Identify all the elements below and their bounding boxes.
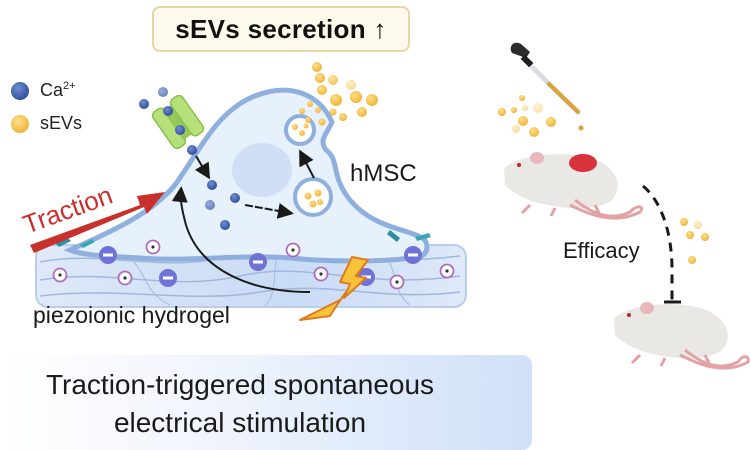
- secretion-arrow: [299, 149, 315, 179]
- plus-dot: [123, 276, 127, 280]
- minus-sign: [408, 253, 418, 257]
- plus-dot: [445, 269, 449, 273]
- hydrogel-charges: [52, 239, 455, 290]
- hydrogel-label: piezoionic hydrogel: [33, 302, 230, 328]
- dropper-icon: [510, 42, 584, 131]
- bottom-banner: [0, 355, 532, 450]
- calcium-ion-icon: [11, 82, 29, 100]
- integrin-left: [55, 237, 95, 248]
- traction-arrow: [30, 192, 165, 253]
- minus-sign: [253, 260, 263, 264]
- calcium-ions: [139, 87, 240, 230]
- bottom-line-1: Traction-triggered spontaneous: [45, 369, 435, 400]
- bottom-line-2: electrical stimulation: [113, 407, 367, 438]
- hmsc-label: hMSC: [350, 160, 417, 187]
- legend-calcium-label: Ca: [40, 80, 64, 100]
- up-arrow-icon: ↑: [365, 13, 387, 44]
- legend-calcium-charge: 2+: [63, 80, 76, 92]
- efficacy-inhibition-line: [642, 184, 674, 300]
- traction-label: Traction: [19, 180, 117, 240]
- title-box: sEVs secretion ↑: [152, 6, 410, 52]
- plus-dot: [291, 248, 295, 252]
- legend-sevs: sEVs: [40, 113, 82, 134]
- minus-sign: [103, 253, 113, 257]
- multivesicular-body: [293, 177, 333, 217]
- plus-dot: [319, 272, 323, 276]
- plus-dot: [395, 280, 399, 284]
- legend-calcium: Ca2+: [40, 80, 76, 101]
- minus-sign: [163, 276, 173, 280]
- released-sevs: [299, 62, 378, 126]
- legend-sevs-label: sEVs: [40, 113, 83, 133]
- plus-dot: [151, 245, 155, 249]
- integrin-right: [387, 230, 431, 242]
- efficacy-sevs: [680, 218, 709, 264]
- ion-channel: [151, 94, 205, 150]
- ion-influx-arrow: [194, 155, 211, 180]
- efficacy-label: Efficacy: [563, 238, 640, 263]
- lightning-tail: [299, 299, 341, 321]
- plus-dot: [58, 273, 62, 277]
- exocytosis-bud: [284, 114, 316, 146]
- applied-sevs: [498, 95, 556, 137]
- healed-mouse: [614, 302, 750, 370]
- title-text: sEVs secretion: [175, 13, 366, 44]
- nucleus: [232, 143, 292, 197]
- treated-mouse: [504, 152, 644, 220]
- to-vesicle-arrow: [244, 203, 294, 219]
- stimulation-feedback-arrow: [171, 186, 311, 293]
- sev-vesicle-icon: [11, 115, 29, 133]
- bottom-banner-text: Traction-triggered spontaneous electrica…: [0, 366, 480, 442]
